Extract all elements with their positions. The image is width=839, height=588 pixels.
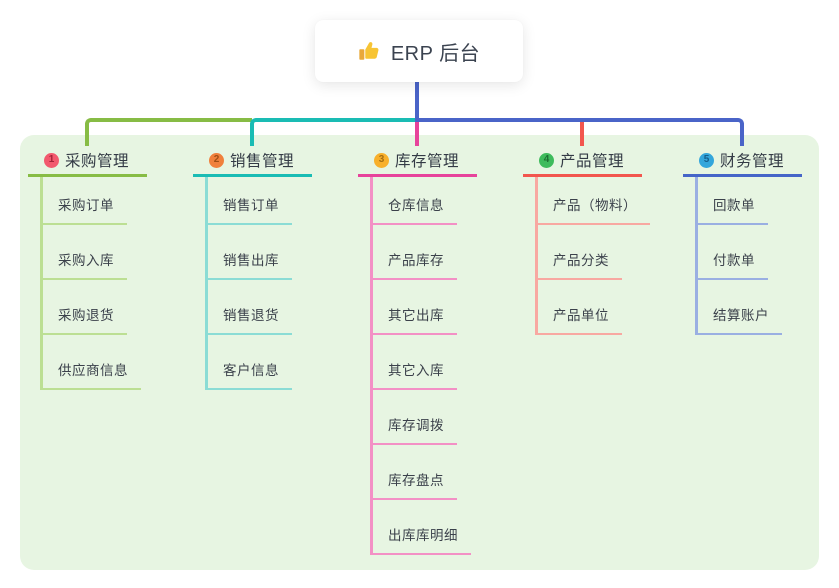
child-node[interactable]: 仓库信息 — [370, 177, 457, 225]
branch-node[interactable]: 5 财务管理 — [683, 146, 802, 177]
child-node-label: 供应商信息 — [58, 363, 128, 378]
child-node[interactable]: 产品库存 — [370, 225, 457, 280]
child-node-label: 采购订单 — [58, 198, 114, 213]
branch-2: 2 销售管理销售订单销售出库销售退货客户信息 — [193, 146, 353, 390]
child-node-label: 回款单 — [713, 198, 755, 213]
branch-number-badge: 1 — [44, 152, 59, 168]
child-node-label: 库存调拨 — [388, 418, 444, 433]
child-node[interactable]: 供应商信息 — [40, 335, 141, 390]
branch-title: 财务管理 — [720, 153, 785, 170]
child-node[interactable]: 出库库明细 — [370, 500, 471, 555]
child-node-label: 仓库信息 — [388, 198, 444, 213]
branch-title: 产品管理 — [560, 153, 625, 170]
branch-node[interactable]: 1 采购管理 — [28, 146, 147, 177]
branch5-connector — [415, 118, 744, 146]
child-node[interactable]: 其它入库 — [370, 335, 457, 390]
branch-children: 销售订单销售出库销售退货客户信息 — [193, 177, 292, 390]
child-node-label: 产品库存 — [388, 253, 444, 268]
branch-number-badge: 4 — [539, 152, 554, 168]
child-node[interactable]: 销售退货 — [205, 280, 292, 335]
branch-number-badge: 2 — [209, 152, 224, 168]
child-node[interactable]: 客户信息 — [205, 335, 292, 390]
child-node[interactable]: 销售订单 — [205, 177, 292, 225]
branch-title: 采购管理 — [65, 153, 130, 170]
child-node[interactable]: 销售出库 — [205, 225, 292, 280]
branch-children: 产品（物料） 产品分类产品单位 — [523, 177, 650, 335]
child-node[interactable]: 结算账户 — [695, 280, 782, 335]
branch-1: 1 采购管理采购订单采购入库采购退货供应商信息 — [28, 146, 188, 390]
branch-4: 4 产品管理产品（物料） 产品分类产品单位 — [523, 146, 683, 335]
branches-panel — [20, 135, 819, 570]
child-node-label: 客户信息 — [223, 363, 279, 378]
child-node[interactable]: 其它出库 — [370, 280, 457, 335]
child-node-label: 采购退货 — [58, 308, 114, 323]
branch2-connector — [250, 118, 419, 146]
branch-number-badge: 5 — [699, 152, 714, 168]
root-title: ERP 后台 — [390, 42, 481, 65]
child-node[interactable]: 库存调拨 — [370, 390, 457, 445]
root-stem-connector — [415, 82, 419, 122]
branch4-drop-line — [580, 118, 584, 146]
child-node-label: 其它入库 — [388, 363, 444, 378]
child-node-label: 结算账户 — [713, 308, 769, 323]
root-node[interactable]: ERP 后台 — [315, 20, 523, 82]
branch-trunk-line — [205, 177, 208, 390]
branch-trunk-line — [40, 177, 43, 390]
branch-trunk-line — [535, 177, 538, 335]
branch-title: 库存管理 — [395, 153, 460, 170]
child-node-label: 销售退货 — [223, 308, 279, 323]
branch3-drop-line — [415, 120, 419, 146]
child-node-label: 出库库明细 — [388, 528, 458, 543]
child-node[interactable]: 回款单 — [695, 177, 768, 225]
branch-children: 仓库信息产品库存其它出库其它入库库存调拨库存盘点出库库明细 — [358, 177, 471, 555]
branch-number-badge: 3 — [374, 152, 389, 168]
branch-5: 5 财务管理回款单付款单结算账户 — [683, 146, 839, 335]
branch-node[interactable]: 2 销售管理 — [193, 146, 312, 177]
branch-trunk-line — [370, 177, 373, 555]
child-node[interactable]: 产品分类 — [535, 225, 622, 280]
child-node[interactable]: 产品单位 — [535, 280, 622, 335]
child-node-label: 采购入库 — [58, 253, 114, 268]
branch-children: 采购订单采购入库采购退货供应商信息 — [28, 177, 141, 390]
child-node-label: 库存盘点 — [388, 473, 444, 488]
branch-title: 销售管理 — [230, 153, 295, 170]
child-node[interactable]: 采购入库 — [40, 225, 127, 280]
child-node-label: 产品分类 — [553, 253, 609, 268]
child-node-label: 产品单位 — [553, 308, 609, 323]
branch-node[interactable]: 4 产品管理 — [523, 146, 642, 177]
child-node[interactable]: 产品（物料） — [535, 177, 650, 225]
branch-children: 回款单付款单结算账户 — [683, 177, 782, 335]
child-node-label: 付款单 — [713, 253, 755, 268]
child-node-label: 销售订单 — [223, 198, 279, 213]
child-node[interactable]: 采购退货 — [40, 280, 127, 335]
child-node[interactable]: 采购订单 — [40, 177, 127, 225]
branch1-connector — [85, 118, 252, 146]
child-node-label: 其它出库 — [388, 308, 444, 323]
child-node[interactable]: 库存盘点 — [370, 445, 457, 500]
branch-node[interactable]: 3 库存管理 — [358, 146, 477, 177]
branch-trunk-line — [695, 177, 698, 335]
thumbs-up-icon — [358, 40, 381, 63]
branch-3: 3 库存管理仓库信息产品库存其它出库其它入库库存调拨库存盘点出库库明细 — [358, 146, 518, 555]
child-node[interactable]: 付款单 — [695, 225, 768, 280]
child-node-label: 产品（物料） — [553, 198, 637, 213]
child-node-label: 销售出库 — [223, 253, 279, 268]
